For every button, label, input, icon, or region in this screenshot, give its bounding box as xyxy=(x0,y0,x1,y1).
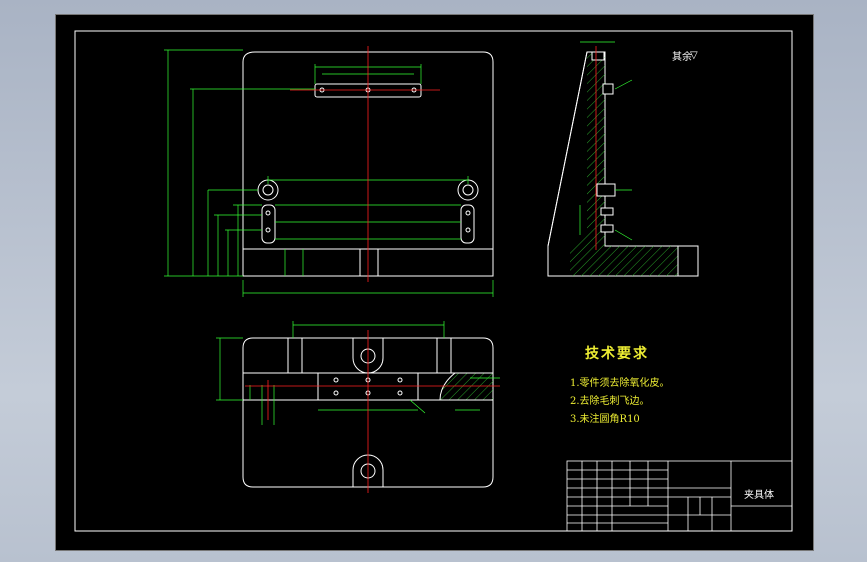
title-block xyxy=(566,460,793,532)
technical-requirement-item: 1.零件须去除氧化皮。 xyxy=(570,378,670,389)
roughness-note: 其余 xyxy=(672,52,692,63)
technical-requirement-item: 2.去除毛刺飞边。 xyxy=(570,396,650,407)
technical-requirement-item: 3.未注圆角R10 xyxy=(570,414,640,425)
drawing-frame xyxy=(74,30,793,532)
title-block-part-name: 夹具体 xyxy=(744,490,774,501)
drawing-sheet xyxy=(55,14,814,551)
side-view xyxy=(547,41,699,277)
roughness-symbol: ▽ xyxy=(690,50,698,61)
technical-requirements-title: 技术要求 xyxy=(585,346,649,362)
top-view-dimensions xyxy=(216,321,500,425)
front-view-dimensions xyxy=(164,49,494,297)
